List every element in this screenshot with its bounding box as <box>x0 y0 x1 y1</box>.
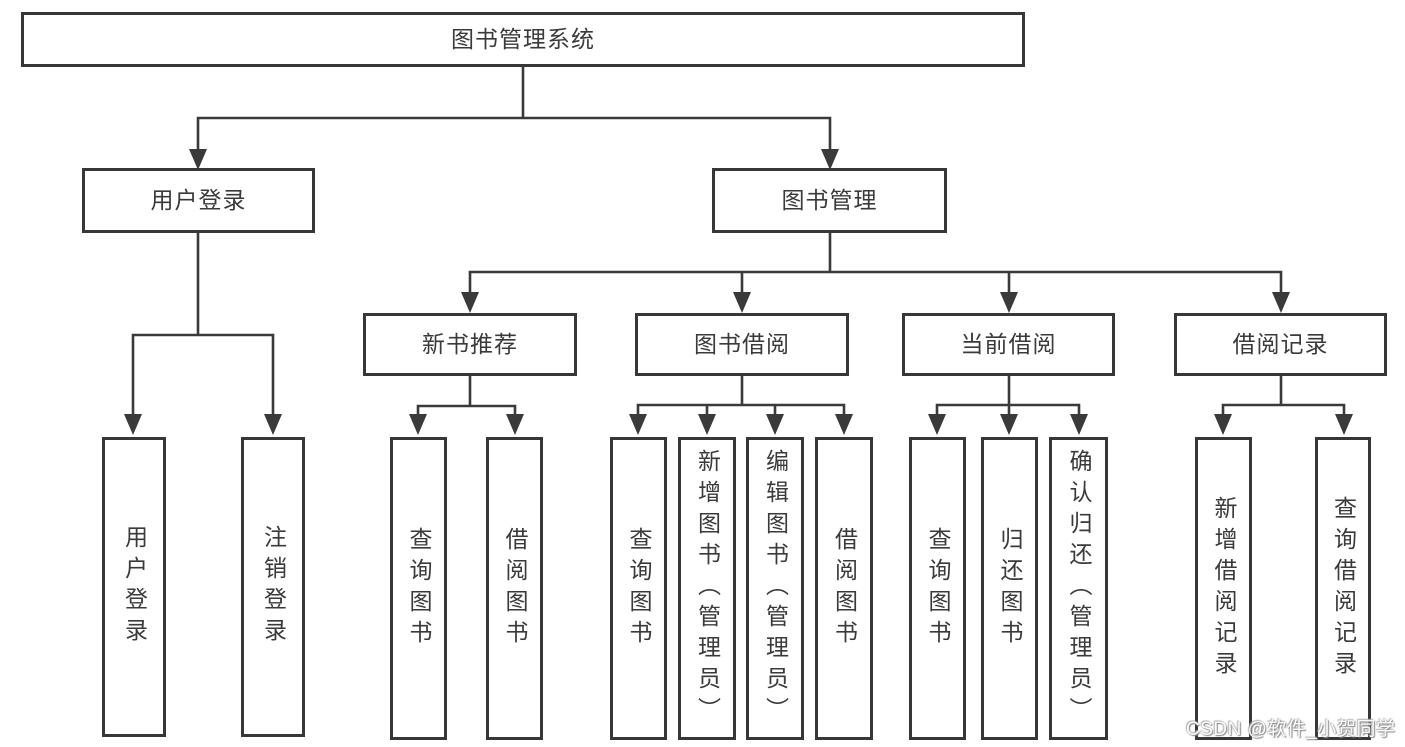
node-borrowing-records: 借阅记录 <box>1174 313 1387 376</box>
leaf-bb-edit-books-admin: 编辑图书（管理员） <box>746 437 804 740</box>
leaf-bb-borrow-books-label: 借阅图书 <box>831 526 858 651</box>
node-new-book-recommend: 新书推荐 <box>363 313 577 376</box>
node-current-borrowing: 当前借阅 <box>902 313 1115 376</box>
node-book-borrowing: 图书借阅 <box>635 313 849 376</box>
node-book-management: 图书管理 <box>712 168 947 233</box>
leaf-cb-confirm-return-admin: 确认归还（管理员） <box>1049 437 1108 740</box>
node-root-label: 图书管理系统 <box>451 25 595 52</box>
node-borrowing-records-label: 借阅记录 <box>1232 330 1329 357</box>
leaf-cb-query-books: 查询图书 <box>909 437 966 740</box>
leaf-cb-confirm-return-admin-label: 确认归还（管理员） <box>1066 449 1092 728</box>
leaf-bb-query-books: 查询图书 <box>610 437 667 740</box>
leaf-nbr-borrow-books: 借阅图书 <box>486 437 543 740</box>
leaf-cb-query-books-label: 查询图书 <box>925 526 951 651</box>
leaf-logout-label: 注销登录 <box>260 525 287 649</box>
arrowheads <box>124 149 1353 435</box>
node-book-borrowing-label: 图书借阅 <box>694 330 790 357</box>
node-root: 图书管理系统 <box>21 12 1025 67</box>
leaf-bb-add-books-admin-label: 新增图书（管理员） <box>694 449 721 728</box>
node-book-management-label: 图书管理 <box>781 186 878 213</box>
leaf-bb-query-books-label: 查询图书 <box>626 526 652 651</box>
leaf-br-add-record-label: 新增借阅记录 <box>1211 495 1237 682</box>
leaf-user-login-label: 用户登录 <box>121 525 148 649</box>
leaf-br-query-record-label: 查询借阅记录 <box>1330 495 1357 682</box>
leaf-br-add-record: 新增借阅记录 <box>1195 437 1252 740</box>
csdn-watermark: CSDN @软件_小贺同学 <box>1186 719 1396 740</box>
leaf-bb-add-books-admin: 新增图书（管理员） <box>678 437 736 740</box>
node-new-book-recommend-label: 新书推荐 <box>422 330 518 357</box>
leaf-bb-borrow-books: 借阅图书 <box>815 437 873 740</box>
leaf-nbr-query-books: 查询图书 <box>390 437 447 740</box>
leaf-br-query-record: 查询借阅记录 <box>1315 437 1371 740</box>
node-user-login-label: 用户登录 <box>150 186 247 213</box>
leaf-logout: 注销登录 <box>241 437 305 737</box>
node-current-borrowing-label: 当前借阅 <box>960 330 1057 357</box>
leaf-cb-return-books: 归还图书 <box>981 437 1038 740</box>
leaf-bb-edit-books-admin-label: 编辑图书（管理员） <box>762 449 789 728</box>
node-user-login: 用户登录 <box>82 168 315 233</box>
leaf-user-login: 用户登录 <box>102 437 166 737</box>
leaf-nbr-query-books-label: 查询图书 <box>406 526 432 651</box>
leaf-nbr-borrow-books-label: 借阅图书 <box>502 526 528 651</box>
leaf-cb-return-books-label: 归还图书 <box>997 526 1023 651</box>
tree-edges <box>131 65 1346 420</box>
